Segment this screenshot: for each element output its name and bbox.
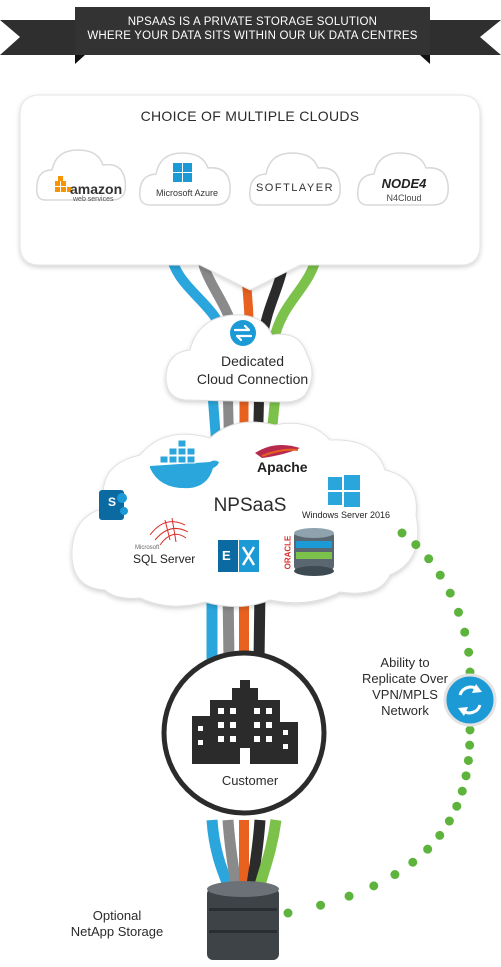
replication-dot <box>316 900 326 910</box>
sharepoint-icon <box>99 490 128 520</box>
replication-dot <box>452 801 462 811</box>
azure-logo-text: Microsoft Azure <box>155 188 219 198</box>
replication-dot <box>444 816 454 826</box>
replication-dots <box>283 528 475 918</box>
replicate-line-4: Network <box>381 703 429 718</box>
replication-dot <box>435 830 445 840</box>
banner-line-2: WHERE YOUR DATA SITS WITHIN OUR UK DATA … <box>87 30 418 42</box>
sql-server-icon <box>149 517 189 546</box>
amazon-logo-mark <box>55 176 71 192</box>
windows-server-label: Windows Server 2016 <box>301 510 391 520</box>
replication-dot <box>411 540 421 550</box>
sql-server-small-label: Microsoft <box>135 545 160 551</box>
banner-text: NPSAAS IS A PRIVATE STORAGE SOLUTION WHE… <box>85 15 420 43</box>
replicate-line-2: Replicate Over <box>362 671 448 686</box>
replication-dot <box>463 755 473 765</box>
softlayer-cloud <box>248 152 341 206</box>
oracle-label: ORACLE <box>283 535 293 570</box>
replicate-sync-icon <box>443 673 497 727</box>
azure-windows-icon <box>173 163 192 182</box>
sync-arrows-icon <box>230 320 256 346</box>
replication-dot <box>465 725 475 735</box>
replication-dot <box>465 740 475 750</box>
node4-logo-text: NODE4 <box>381 176 427 191</box>
node4-cloud <box>356 152 449 206</box>
replication-dot <box>397 528 407 538</box>
npsaas-title: NPSaaS <box>213 495 287 516</box>
apache-feather-icon <box>255 444 300 458</box>
connection-bubble <box>165 314 313 403</box>
replication-dot <box>460 627 470 637</box>
replication-dot <box>408 857 418 867</box>
replication-dot <box>344 891 354 901</box>
banner-line-1: NPSAAS IS A PRIVATE STORAGE SOLUTION <box>127 16 378 28</box>
replication-dot <box>435 570 445 580</box>
replication-dot <box>369 881 379 891</box>
office-building-icon <box>192 680 298 764</box>
apache-label: Apache <box>257 459 308 475</box>
clouds-box-title: CHOICE OF MULTIPLE CLOUDS <box>140 108 360 124</box>
amazon-logo-subtext: web services <box>73 196 114 203</box>
sql-server-label: SQL Server <box>133 552 196 566</box>
exchange-letter: E <box>222 548 231 563</box>
replicate-label: Ability to Replicate Over VPN/MPLS Netwo… <box>340 655 470 719</box>
replication-dot <box>445 588 455 598</box>
storage-line-2: NetApp Storage <box>70 924 164 939</box>
replication-dot <box>454 607 464 617</box>
connection-label-line-2: Cloud Connection <box>196 371 309 387</box>
netapp-storage-icon <box>207 881 279 960</box>
softlayer-logo-text: SOFTLAYER <box>255 182 335 194</box>
amazon-logo-text: amazon <box>70 181 123 197</box>
dedicated-connection-label: Dedicated Cloud Connection <box>170 352 335 388</box>
replicate-line-3: VPN/MPLS <box>372 687 438 702</box>
replication-dot <box>390 870 400 880</box>
replication-dot <box>283 908 293 918</box>
optional-storage-label: Optional NetApp Storage <box>62 908 172 940</box>
node4-logo-subtext: N4Cloud <box>386 193 422 203</box>
replication-dot <box>461 771 471 781</box>
connection-label-line-1: Dedicated <box>220 353 285 369</box>
customer-label: Customer <box>221 773 279 788</box>
replication-dot <box>464 647 474 657</box>
replication-dot <box>423 844 433 854</box>
building-windows <box>198 708 288 764</box>
exchange-icon <box>218 540 259 572</box>
sharepoint-letter: S <box>107 495 116 509</box>
banner-ribbon <box>0 7 501 64</box>
database-icon <box>294 528 334 576</box>
docker-icon <box>150 439 219 489</box>
replication-dot <box>457 786 467 796</box>
windows-server-icon <box>328 475 360 507</box>
storage-line-1: Optional <box>92 908 142 923</box>
replication-dot <box>424 554 434 564</box>
replicate-line-1: Ability to <box>380 655 430 670</box>
cables-bottom <box>206 819 282 888</box>
